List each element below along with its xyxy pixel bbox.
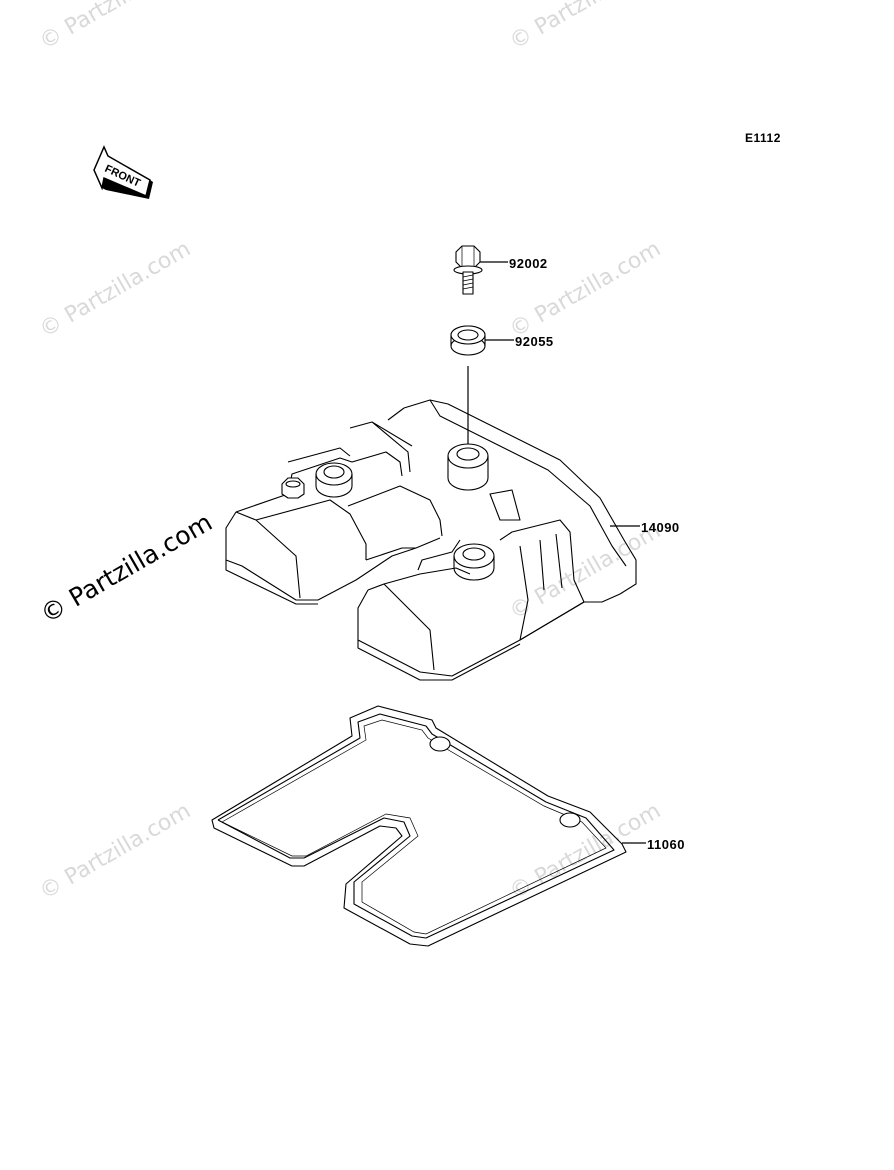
part-label-92055[interactable]: 92055 (515, 334, 554, 349)
gasket-11060 (211, 705, 627, 947)
diagram-code: E1112 (745, 131, 781, 145)
seal-92055 (450, 325, 486, 356)
part-label-11060[interactable]: 11060 (647, 837, 685, 852)
part-label-14090[interactable]: 14090 (641, 520, 680, 535)
part-label-92002[interactable]: 92002 (509, 256, 548, 271)
bolt-92002 (453, 245, 483, 295)
cylinder-head-cover-14090 (225, 399, 637, 681)
front-arrow-icon: FRONT (93, 145, 153, 199)
